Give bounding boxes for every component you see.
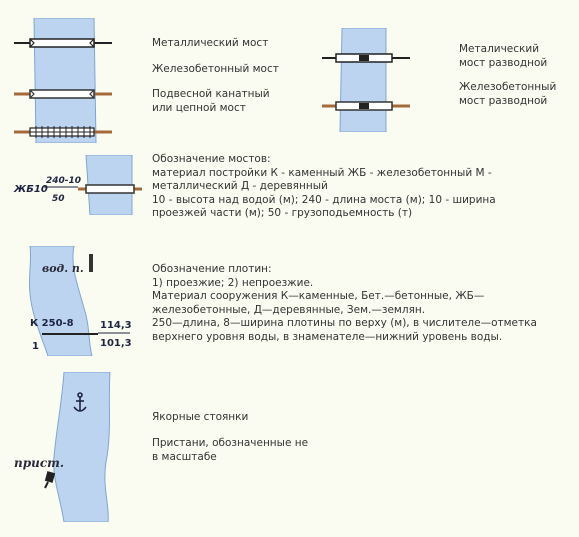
metal-drawbridge-label: Металический мост разводной bbox=[459, 43, 548, 69]
drawbridges-map bbox=[322, 28, 410, 132]
ferroconcrete-bridge-symbol bbox=[14, 89, 112, 99]
bridge-denominator: 50 bbox=[52, 194, 65, 204]
bridge-notation-map: ЖБ10 240-10 50 bbox=[12, 155, 142, 215]
pier-map-label: прист. bbox=[14, 456, 64, 470]
metal-drawbridge-symbol bbox=[322, 53, 410, 63]
dam-upper-level: 114,3 bbox=[100, 320, 132, 331]
anchor-icon bbox=[73, 392, 87, 412]
ferroconcrete-bridge-label: Железобетонный мост bbox=[152, 63, 279, 75]
bridge-numerator: 240-10 bbox=[46, 176, 81, 186]
metal-bridge-label: Металлический мост bbox=[152, 37, 269, 49]
water-level-label: вод. п. bbox=[42, 262, 84, 275]
anchorage-label: Якорные стоянки bbox=[152, 411, 249, 423]
anchorage-map: прист. bbox=[12, 372, 116, 522]
ferroconcrete-drawbridge-label: Железобетонный мост разводной bbox=[459, 81, 557, 107]
dam-parameters: К 250-8 bbox=[30, 318, 74, 329]
suspension-bridge-symbol bbox=[14, 126, 112, 138]
dams-description: Обозначение плотин: 1) проезжие; 2) непр… bbox=[152, 263, 537, 343]
bridge-material-code: ЖБ10 bbox=[13, 184, 48, 195]
metal-bridge-symbol bbox=[14, 38, 112, 48]
ferroconcrete-drawbridge-symbol bbox=[322, 101, 410, 111]
bridge-notation-description: Обозначение мостов: материал постройки К… bbox=[152, 153, 496, 219]
bridges-map bbox=[12, 18, 112, 143]
dams-map: вод. п. К 250-8 1 114,3 101,3 bbox=[12, 246, 132, 356]
dam-type-number: 1 bbox=[32, 341, 39, 352]
suspension-bridge-label: Подвесной канатный или цепной мост bbox=[152, 88, 270, 114]
pier-label: Пристани, обозначенные не в масштабе bbox=[152, 437, 309, 463]
dam-lower-level: 101,3 bbox=[100, 338, 132, 349]
pier-icon bbox=[44, 471, 56, 489]
